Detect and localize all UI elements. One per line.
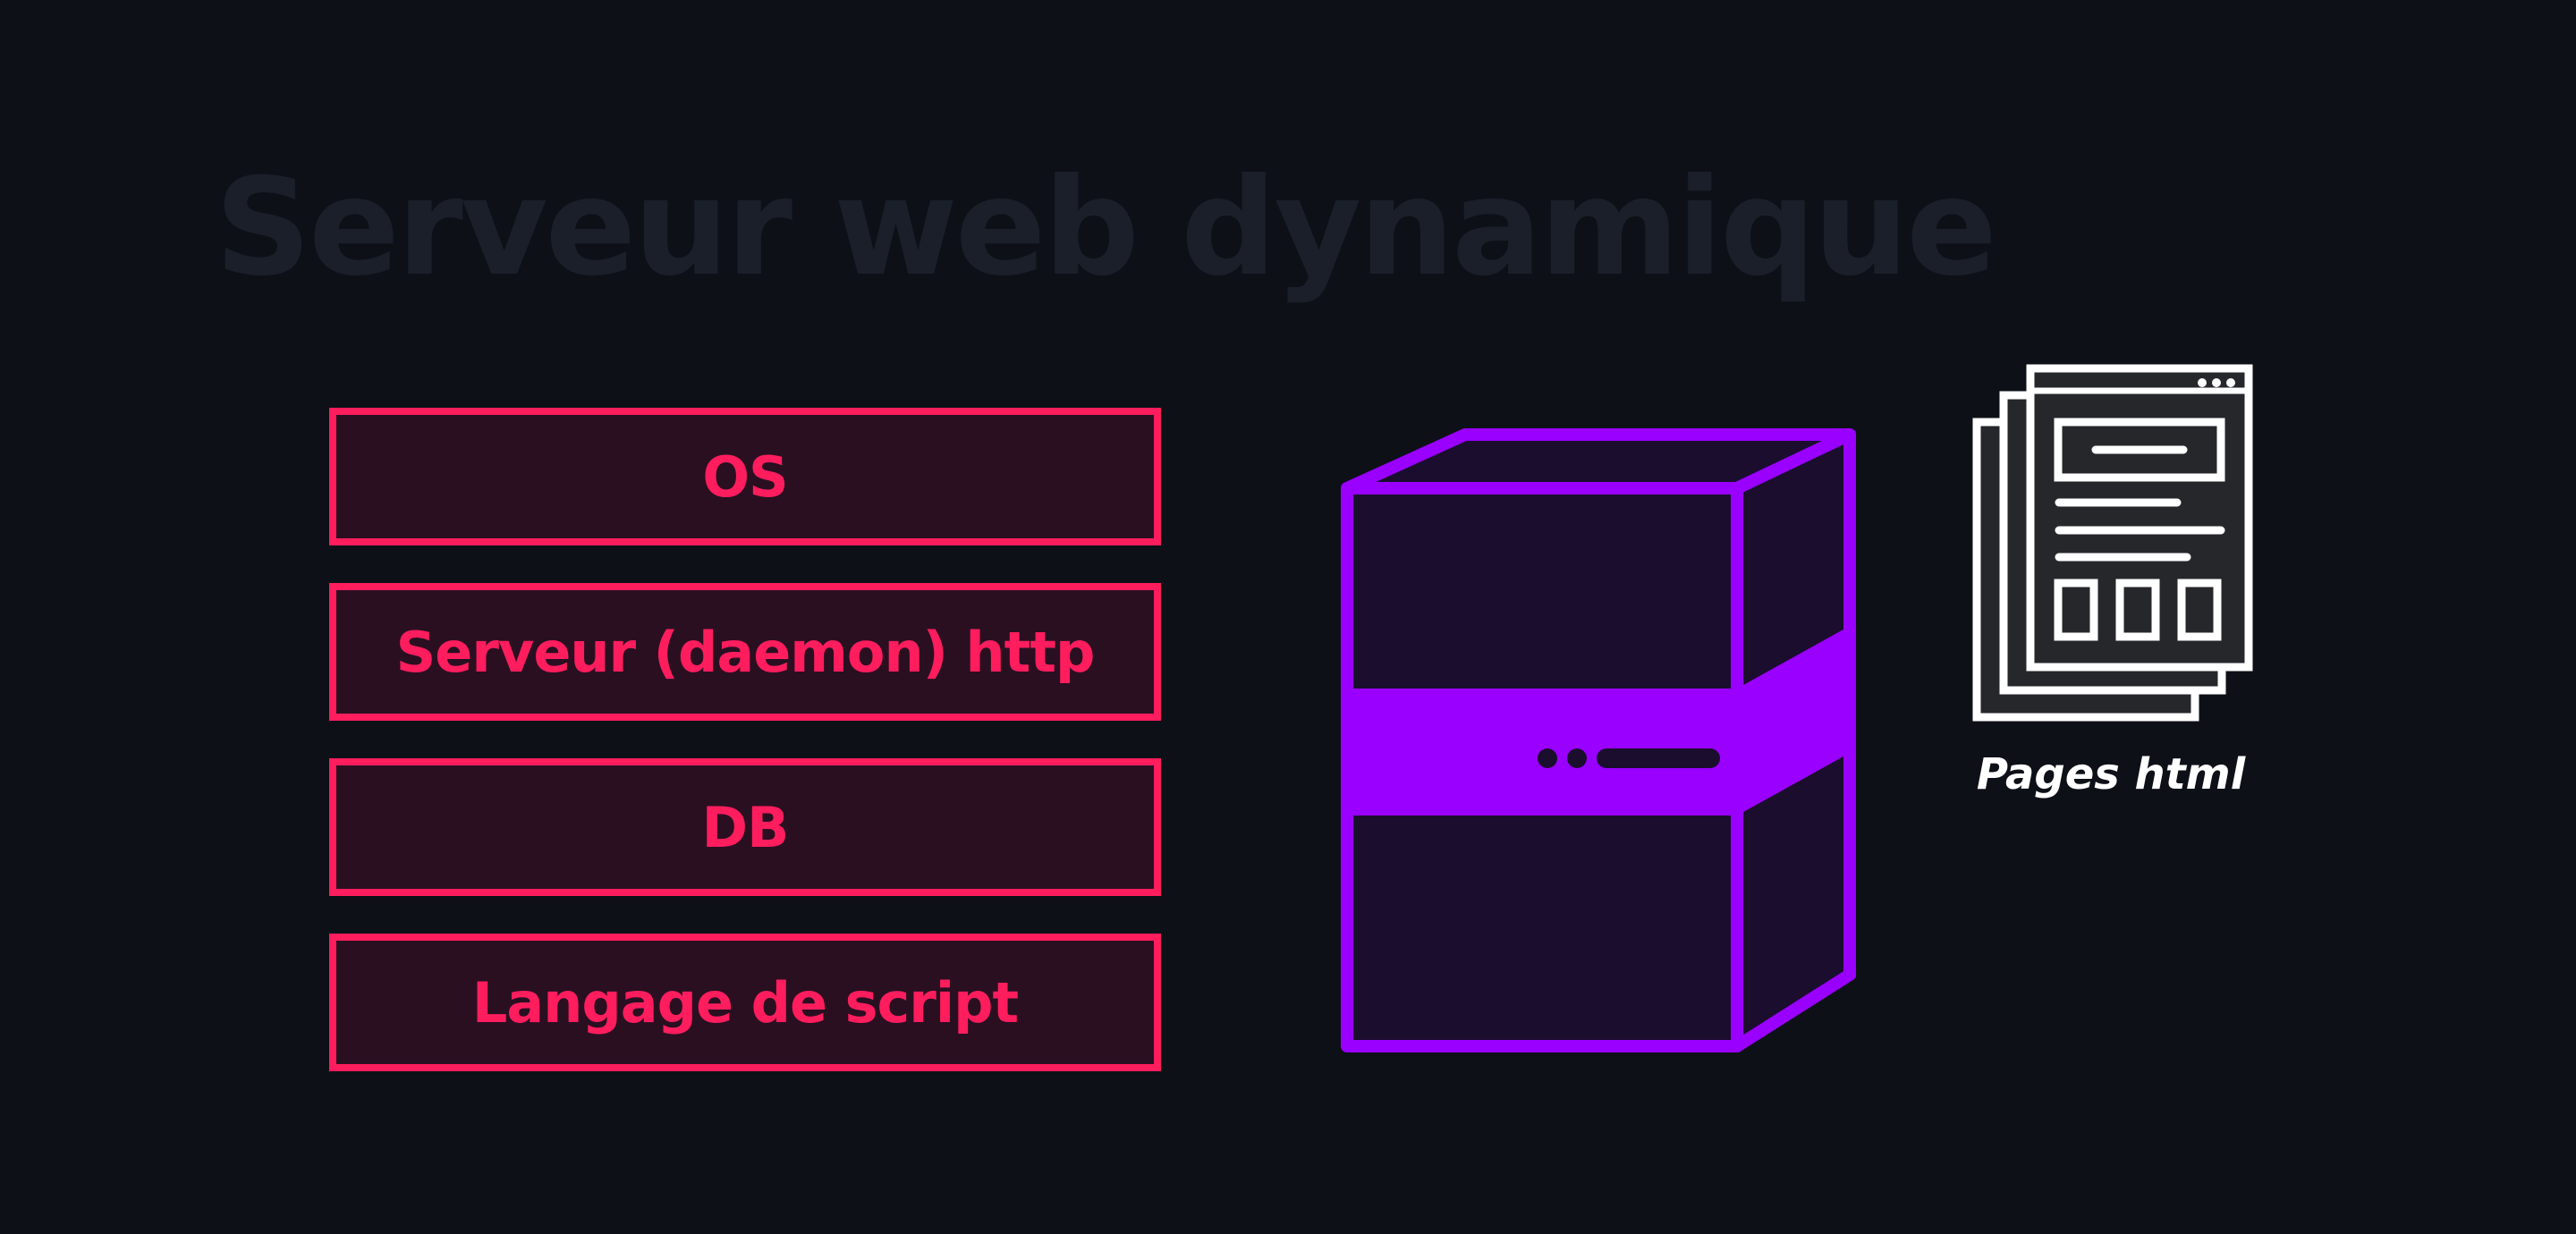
stack-layer-http-daemon: Serveur (daemon) http — [329, 583, 1161, 721]
stack-layer-os: OS — [329, 408, 1161, 545]
stack-layer-db: DB — [329, 758, 1161, 896]
server-icon — [1341, 428, 1856, 1052]
pages-html-label: Pages html — [1976, 749, 2246, 799]
stack-layer-script-language: Langage de script — [329, 934, 1161, 1071]
page-title: Serveur web dynamique — [215, 150, 1997, 306]
html-pages-icon — [1972, 364, 2253, 722]
